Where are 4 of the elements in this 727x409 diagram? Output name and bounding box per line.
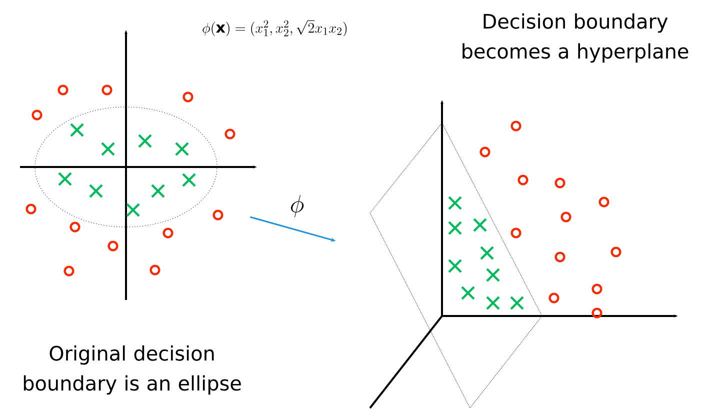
node-label: Original decision boundary is an ellipse <box>24 345 241 395</box>
formula: $\phi(\mathbf{x}) = (x_1^2, x_2^2, \sqrt{2}x_1x_2)$ <box>202 20 347 36</box>
edge-label: $\phi$ <box>291 195 304 218</box>
node-label: Decision boundary becomes a hyperplane <box>462 13 688 63</box>
